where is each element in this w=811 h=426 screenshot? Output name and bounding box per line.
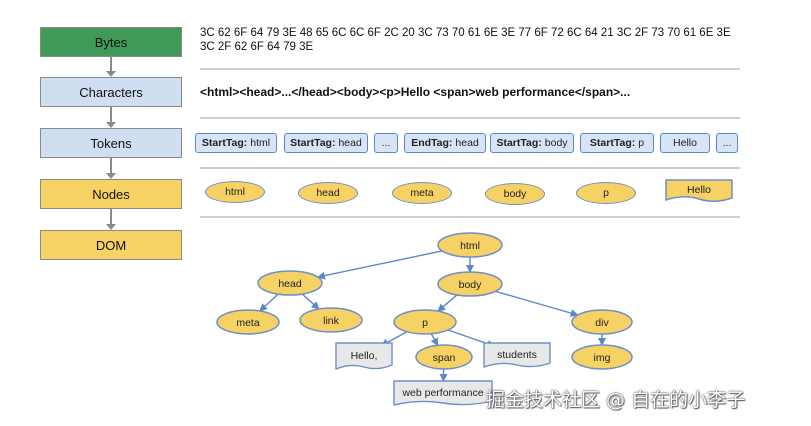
stage-arrow xyxy=(106,57,116,77)
tree-node-students: students xyxy=(483,342,551,368)
tree-node-label: html xyxy=(460,240,480,252)
tree-text-node-shape xyxy=(335,342,393,371)
tree-node-label: students xyxy=(497,349,537,361)
node-p: p xyxy=(576,182,636,204)
row-divider xyxy=(200,68,740,70)
token-endtag-head: EndTag:head xyxy=(404,133,486,153)
token-tag: EndTag: xyxy=(411,137,453,149)
tree-node-shape xyxy=(437,232,503,258)
tree-node-shape xyxy=(299,307,363,333)
stage-tokens-label: Tokens xyxy=(90,135,132,151)
tree-node-head: head xyxy=(257,270,323,296)
row-divider xyxy=(200,117,740,119)
row-divider xyxy=(200,167,740,169)
tree-edge-head-meta xyxy=(259,293,279,312)
tree-node-label: p xyxy=(422,317,428,329)
tree-edge-body-p xyxy=(437,294,458,312)
token-ellipsis: ... xyxy=(374,133,398,153)
token-value: html xyxy=(250,137,271,149)
tree-node-label: img xyxy=(594,352,611,364)
token-tag: StartTag: xyxy=(290,137,336,149)
token-starttag-head: StartTag:head xyxy=(284,133,368,153)
stage-bytes-label: Bytes xyxy=(94,34,128,50)
token-value: head xyxy=(455,137,479,149)
tree-node-p: p xyxy=(393,309,457,335)
tree-node-label: Hello, xyxy=(351,350,378,362)
tree-edge-p-span xyxy=(430,333,439,347)
stage-characters-label: Characters xyxy=(79,84,143,100)
tree-node-shape xyxy=(257,270,323,296)
token-hello: Hello xyxy=(660,133,710,153)
tree-node-webperf: web performance xyxy=(393,380,493,406)
token-value: ... xyxy=(381,137,391,149)
watermark: 掘金技术社区 @ 自在的小李子 xyxy=(486,389,746,411)
tree-text-node-shape xyxy=(393,380,493,406)
tree-node-span: span xyxy=(415,344,473,370)
token-value: body xyxy=(544,137,568,149)
token-value: p xyxy=(638,137,645,149)
node-label: body xyxy=(503,188,527,200)
token-ellipsis: ... xyxy=(716,133,738,153)
tree-node-hello: Hello, xyxy=(335,342,393,371)
stage-nodes-label: Nodes xyxy=(92,186,130,202)
node-hello-text: Hello xyxy=(665,179,733,202)
node-body: body xyxy=(485,183,545,205)
tree-node-img: img xyxy=(571,344,633,370)
node-head: head xyxy=(298,182,358,204)
stage-dom: DOM xyxy=(40,230,182,260)
tree-node-shape xyxy=(393,309,457,335)
tree-node-label: div xyxy=(595,317,609,329)
bytes-hex-text: 3C 62 6F 64 79 3E 48 65 6C 6C 6F 2C 20 3… xyxy=(200,27,731,53)
node-label: meta xyxy=(410,187,434,199)
tree-node-label: web performance xyxy=(401,387,483,399)
tree-node-html: html xyxy=(437,232,503,258)
row-divider xyxy=(200,216,740,218)
characters-text: <html><head>...</head><body><p>Hello <sp… xyxy=(200,85,631,99)
token-tag: StartTag: xyxy=(589,137,636,149)
tree-node-shape xyxy=(216,309,280,335)
node-label: p xyxy=(603,187,609,199)
node-label: head xyxy=(316,187,340,199)
tree-edge-head-link xyxy=(301,293,320,310)
stage-characters: Characters xyxy=(40,77,182,107)
stage-arrow xyxy=(106,107,116,128)
stage-arrow xyxy=(106,209,116,230)
tree-text-node-shape xyxy=(483,342,551,368)
tree-node-shape xyxy=(437,271,503,297)
tree-edge-html-head xyxy=(316,250,443,280)
node-label: Hello xyxy=(687,184,711,196)
token-starttag-p: StartTag:p xyxy=(580,133,654,153)
token-value: head xyxy=(338,137,362,149)
token-starttag-body: StartTag:body xyxy=(490,133,574,153)
stage-bytes: Bytes xyxy=(40,27,182,57)
tree-node-label: body xyxy=(459,279,483,291)
tree-node-label: span xyxy=(433,352,456,364)
token-tag: StartTag: xyxy=(201,137,248,149)
tree-node-shape xyxy=(571,344,633,370)
stage-tokens: Tokens xyxy=(40,128,182,158)
stage-nodes: Nodes xyxy=(40,179,182,209)
tree-node-shape xyxy=(415,344,473,370)
tree-node-div: div xyxy=(571,309,633,335)
tree-node-link: link xyxy=(299,307,363,333)
tree-node-meta: meta xyxy=(216,309,280,335)
tree-node-shape xyxy=(571,309,633,335)
tree-node-label: meta xyxy=(236,317,260,329)
tree-node-label: head xyxy=(278,278,302,290)
token-starttag-html: StartTag:html xyxy=(195,133,277,153)
node-meta: meta xyxy=(392,182,452,204)
tree-edge-body-div xyxy=(495,290,579,317)
stage-arrow xyxy=(106,158,116,179)
token-tag: StartTag: xyxy=(496,137,542,149)
node-label: html xyxy=(225,186,245,198)
tree-node-label: link xyxy=(323,315,340,327)
node-html: html xyxy=(205,181,265,203)
tree-node-body: body xyxy=(437,271,503,297)
token-value: ... xyxy=(722,137,732,149)
token-value: Hello xyxy=(673,137,697,149)
stage-dom-label: DOM xyxy=(95,237,127,253)
